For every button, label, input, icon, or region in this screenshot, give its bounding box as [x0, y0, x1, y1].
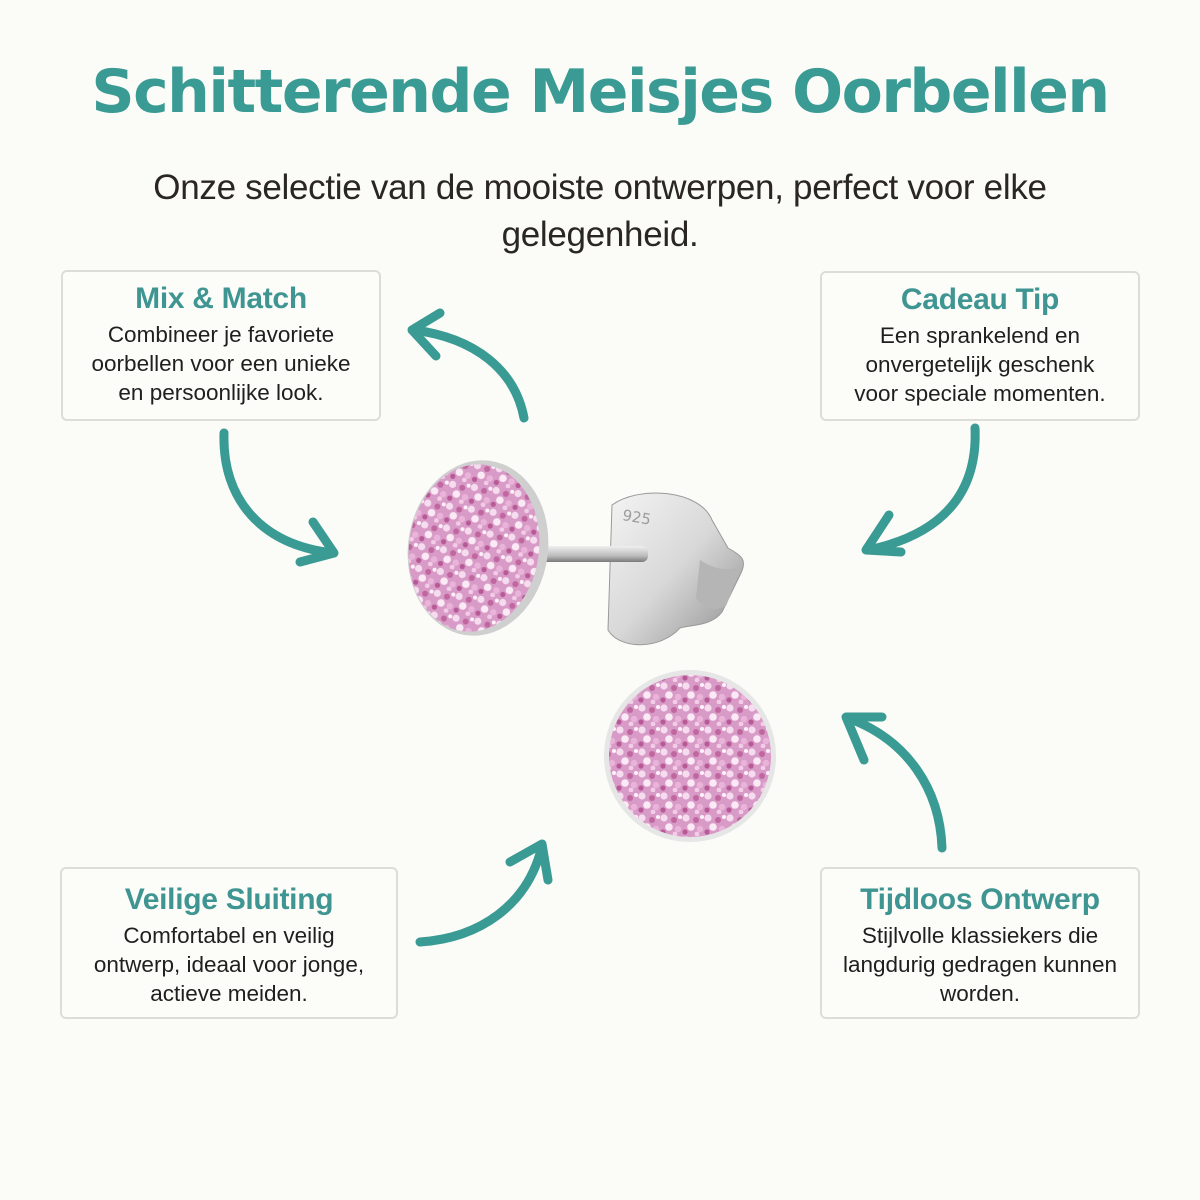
card-text: Een sprankelend en onvergetelijk geschen… [854, 323, 1106, 406]
card-title: Veilige Sluiting [124, 883, 334, 916]
feature-card-veilige-sluiting: Veilige Sluiting Comfortabel en veilig o… [60, 867, 398, 1019]
feature-card-cadeau-tip: Cadeau Tip Een sprankelend en onvergetel… [820, 271, 1140, 421]
card-text: Combineer je favoriete oorbellen voor ee… [91, 322, 351, 405]
card-title: Cadeau Tip [900, 283, 1060, 316]
earring-front-view [604, 670, 776, 842]
curved-arrow-up-left-icon [407, 308, 529, 423]
card-text: Stijlvolle klassiekers die langdurig ged… [843, 923, 1117, 1006]
card-title: Tijdloos Ontwerp [860, 883, 1100, 916]
card-text: Comfortabel en veilig ontwerp, ideaal vo… [93, 923, 365, 1006]
curved-arrow-up-right-icon [415, 839, 553, 947]
curved-arrow-down-right-icon [219, 428, 339, 567]
card-title: Mix & Match [135, 282, 307, 315]
curved-arrow-up-left-icon [841, 712, 947, 853]
earring-side-view: 925 [407, 460, 744, 646]
feature-card-mix-match: Mix & Match Combineer je favoriete oorbe… [61, 270, 381, 421]
feature-card-tijdloos-ontwerp: Tijdloos Ontwerp Stijlvolle klassiekers … [820, 867, 1140, 1019]
curved-arrow-down-left-icon [861, 423, 980, 557]
page-subtitle: Onze selectie van de mooiste ontwerpen, … [153, 168, 1047, 254]
stamp-925: 925 [621, 506, 652, 529]
page-title: Schitterende Meisjes Oorbellen [91, 57, 1110, 127]
